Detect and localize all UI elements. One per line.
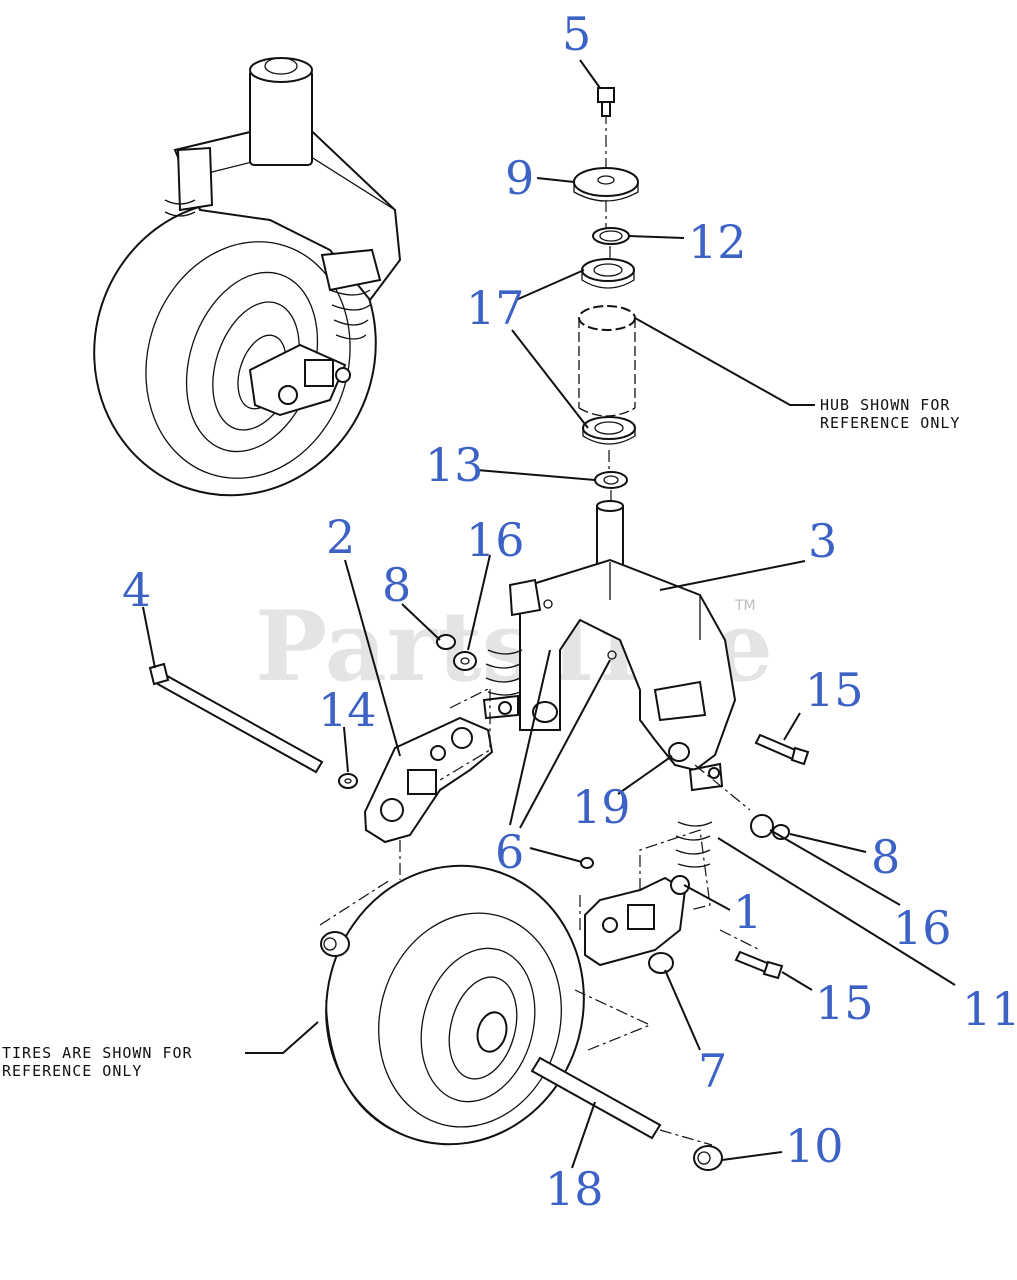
callout-16: 16 bbox=[466, 513, 525, 567]
caster-yoke bbox=[482, 500, 737, 772]
hub-note-line2: REFERENCE ONLY bbox=[820, 414, 960, 432]
callout-7: 7 bbox=[698, 1044, 727, 1098]
tires-note-line1: TIRES ARE SHOWN FOR bbox=[2, 1044, 193, 1062]
callout-5: 5 bbox=[562, 7, 591, 61]
callout-4: 4 bbox=[122, 563, 151, 617]
callout-8b: 8 bbox=[871, 830, 900, 884]
watermark-tm: TM bbox=[734, 598, 756, 614]
callout-10: 10 bbox=[785, 1119, 844, 1173]
callout-14: 14 bbox=[318, 683, 377, 737]
callout-19: 19 bbox=[572, 780, 631, 834]
callout-13: 13 bbox=[425, 438, 484, 492]
hub-note-line1: HUB SHOWN FOR bbox=[820, 396, 950, 414]
leader-lines bbox=[142, 59, 956, 1169]
callout-17: 17 bbox=[466, 281, 525, 335]
callout-8: 8 bbox=[382, 558, 411, 612]
callout-18: 18 bbox=[545, 1162, 604, 1216]
callout-11: 11 bbox=[962, 982, 1017, 1036]
tires-note-line2: REFERENCE ONLY bbox=[2, 1062, 142, 1080]
callout-15b: 15 bbox=[815, 976, 874, 1030]
callout-2: 2 bbox=[326, 510, 355, 564]
callout-16b: 16 bbox=[893, 901, 952, 955]
assembled-caster-illustration bbox=[93, 57, 402, 497]
callout-1: 1 bbox=[733, 885, 762, 939]
callout-6: 6 bbox=[495, 825, 524, 879]
lower-tire bbox=[319, 864, 723, 1171]
callout-3: 3 bbox=[808, 514, 837, 568]
callout-12: 12 bbox=[688, 215, 747, 269]
callout-9: 9 bbox=[505, 151, 534, 205]
spindle-stack bbox=[573, 87, 639, 506]
right-arm-parts bbox=[579, 733, 810, 980]
left-arm-parts bbox=[148, 634, 494, 880]
callout-15: 15 bbox=[805, 663, 864, 717]
